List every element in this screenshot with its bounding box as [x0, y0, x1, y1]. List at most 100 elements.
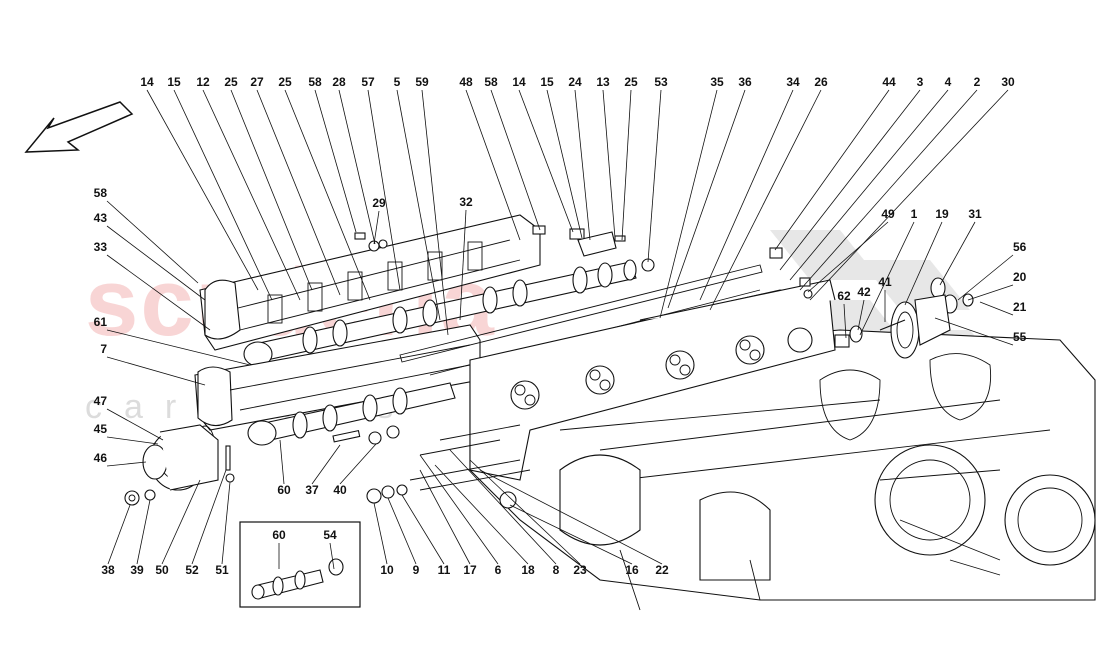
- callout-label-27: 27: [250, 75, 264, 89]
- callout-label-14: 14: [140, 75, 154, 89]
- callout-label-30: 30: [1001, 75, 1015, 89]
- leader-line-12: [202, 89, 301, 301]
- callout-label-40: 40: [333, 483, 347, 497]
- small-hardware: [124, 225, 974, 509]
- leader-line-25: [621, 89, 632, 241]
- leader-line-58: [314, 89, 357, 233]
- callout-label-4: 4: [945, 75, 952, 89]
- callout-label-31: 31: [968, 207, 982, 221]
- callout-label-33: 33: [94, 240, 108, 254]
- callout-label-23: 23: [573, 563, 587, 577]
- callout-label-42: 42: [857, 285, 871, 299]
- callout-label-12: 12: [196, 75, 210, 89]
- leader-line-19: [904, 221, 943, 306]
- leader-line-9: [387, 497, 417, 565]
- callout-label-53: 53: [654, 75, 668, 89]
- leader-line-37: [311, 444, 341, 485]
- callout-label-39: 39: [130, 563, 144, 577]
- callout-label-1: 1: [911, 207, 918, 221]
- callout-label-15: 15: [540, 75, 554, 89]
- leader-line-61: [106, 329, 251, 366]
- leader-line-5: [396, 89, 441, 321]
- leader-line-15: [173, 89, 273, 301]
- callout-label-61: 61: [94, 315, 108, 329]
- callout-label-16: 16: [625, 563, 639, 577]
- leader-line-38: [107, 504, 131, 565]
- leader-line-43: [106, 225, 206, 301]
- leader-line-15: [546, 89, 583, 239]
- callout-label-35: 35: [710, 75, 724, 89]
- callout-label-18: 18: [521, 563, 535, 577]
- callout-label-37: 37: [305, 483, 319, 497]
- leader-line-49: [807, 221, 889, 293]
- inset-label-60: 60: [272, 528, 286, 542]
- leader-line-29: [373, 210, 380, 245]
- leader-line-13: [602, 89, 616, 239]
- callout-label-20: 20: [1013, 270, 1027, 284]
- callout-label-25: 25: [278, 75, 292, 89]
- callout-label-60: 60: [277, 483, 291, 497]
- leader-line-32: [459, 209, 467, 321]
- leader-line-53: [647, 89, 662, 263]
- cylinder-head: [469, 279, 836, 481]
- callout-label-25: 25: [624, 75, 638, 89]
- callout-label-13: 13: [596, 75, 610, 89]
- leader-line-6: [419, 454, 499, 565]
- leader-line-51: [221, 481, 231, 565]
- leader-line-31: [939, 221, 976, 286]
- callout-label-56: 56: [1013, 240, 1027, 254]
- leader-line-55: [934, 317, 1014, 346]
- leader-line-35: [659, 89, 718, 319]
- callout-label-43: 43: [94, 211, 108, 225]
- callout-label-15: 15: [167, 75, 181, 89]
- callout-label-52: 52: [185, 563, 199, 577]
- leader-line-20: [967, 284, 1014, 301]
- callout-label-21: 21: [1013, 300, 1027, 314]
- callout-label-25: 25: [224, 75, 238, 89]
- lower-cam-carrier: [194, 324, 481, 431]
- inset-detail-box: [239, 521, 361, 608]
- callout-label-6: 6: [495, 563, 502, 577]
- callout-label-58: 58: [308, 75, 322, 89]
- callout-label-50: 50: [155, 563, 169, 577]
- camshaft-seal-cover: [142, 424, 219, 491]
- callout-label-32: 32: [459, 195, 473, 209]
- leader-line-52: [191, 469, 227, 565]
- lower-camshaft: [247, 382, 456, 446]
- leader-line-2: [799, 89, 978, 291]
- leader-line-50: [161, 479, 201, 565]
- leader-line-56: [957, 254, 1014, 301]
- leader-line-40: [339, 443, 377, 485]
- leader-line-25: [230, 89, 313, 291]
- leader-line-24: [574, 89, 591, 241]
- inset-leader-54: [329, 542, 335, 570]
- leader-lines: [106, 89, 1014, 570]
- callout-label-57: 57: [361, 75, 375, 89]
- callout-label-49: 49: [881, 207, 895, 221]
- leader-line-10: [373, 502, 388, 565]
- callout-label-8: 8: [553, 563, 560, 577]
- leader-line-22: [479, 469, 663, 565]
- callout-label-10: 10: [380, 563, 394, 577]
- leader-line-33: [106, 254, 211, 331]
- callout-label-55: 55: [1013, 330, 1027, 344]
- callout-label-19: 19: [935, 207, 949, 221]
- leader-line-25: [284, 89, 371, 301]
- leader-line-46: [106, 461, 147, 467]
- leader-line-16: [509, 504, 633, 565]
- leader-line-36: [667, 89, 746, 309]
- callout-label-11: 11: [438, 563, 451, 577]
- callout-label-34: 34: [786, 75, 800, 89]
- leader-line-59: [421, 89, 449, 336]
- leader-line-60: [279, 439, 285, 485]
- leader-line-26: [709, 89, 822, 311]
- upper-cam-carrier: [199, 214, 541, 351]
- callout-label-59: 59: [415, 75, 429, 89]
- callout-label-51: 51: [215, 563, 229, 577]
- leader-line-1: [859, 221, 915, 336]
- leader-line-3: [779, 89, 921, 271]
- callout-label-46: 46: [94, 451, 108, 465]
